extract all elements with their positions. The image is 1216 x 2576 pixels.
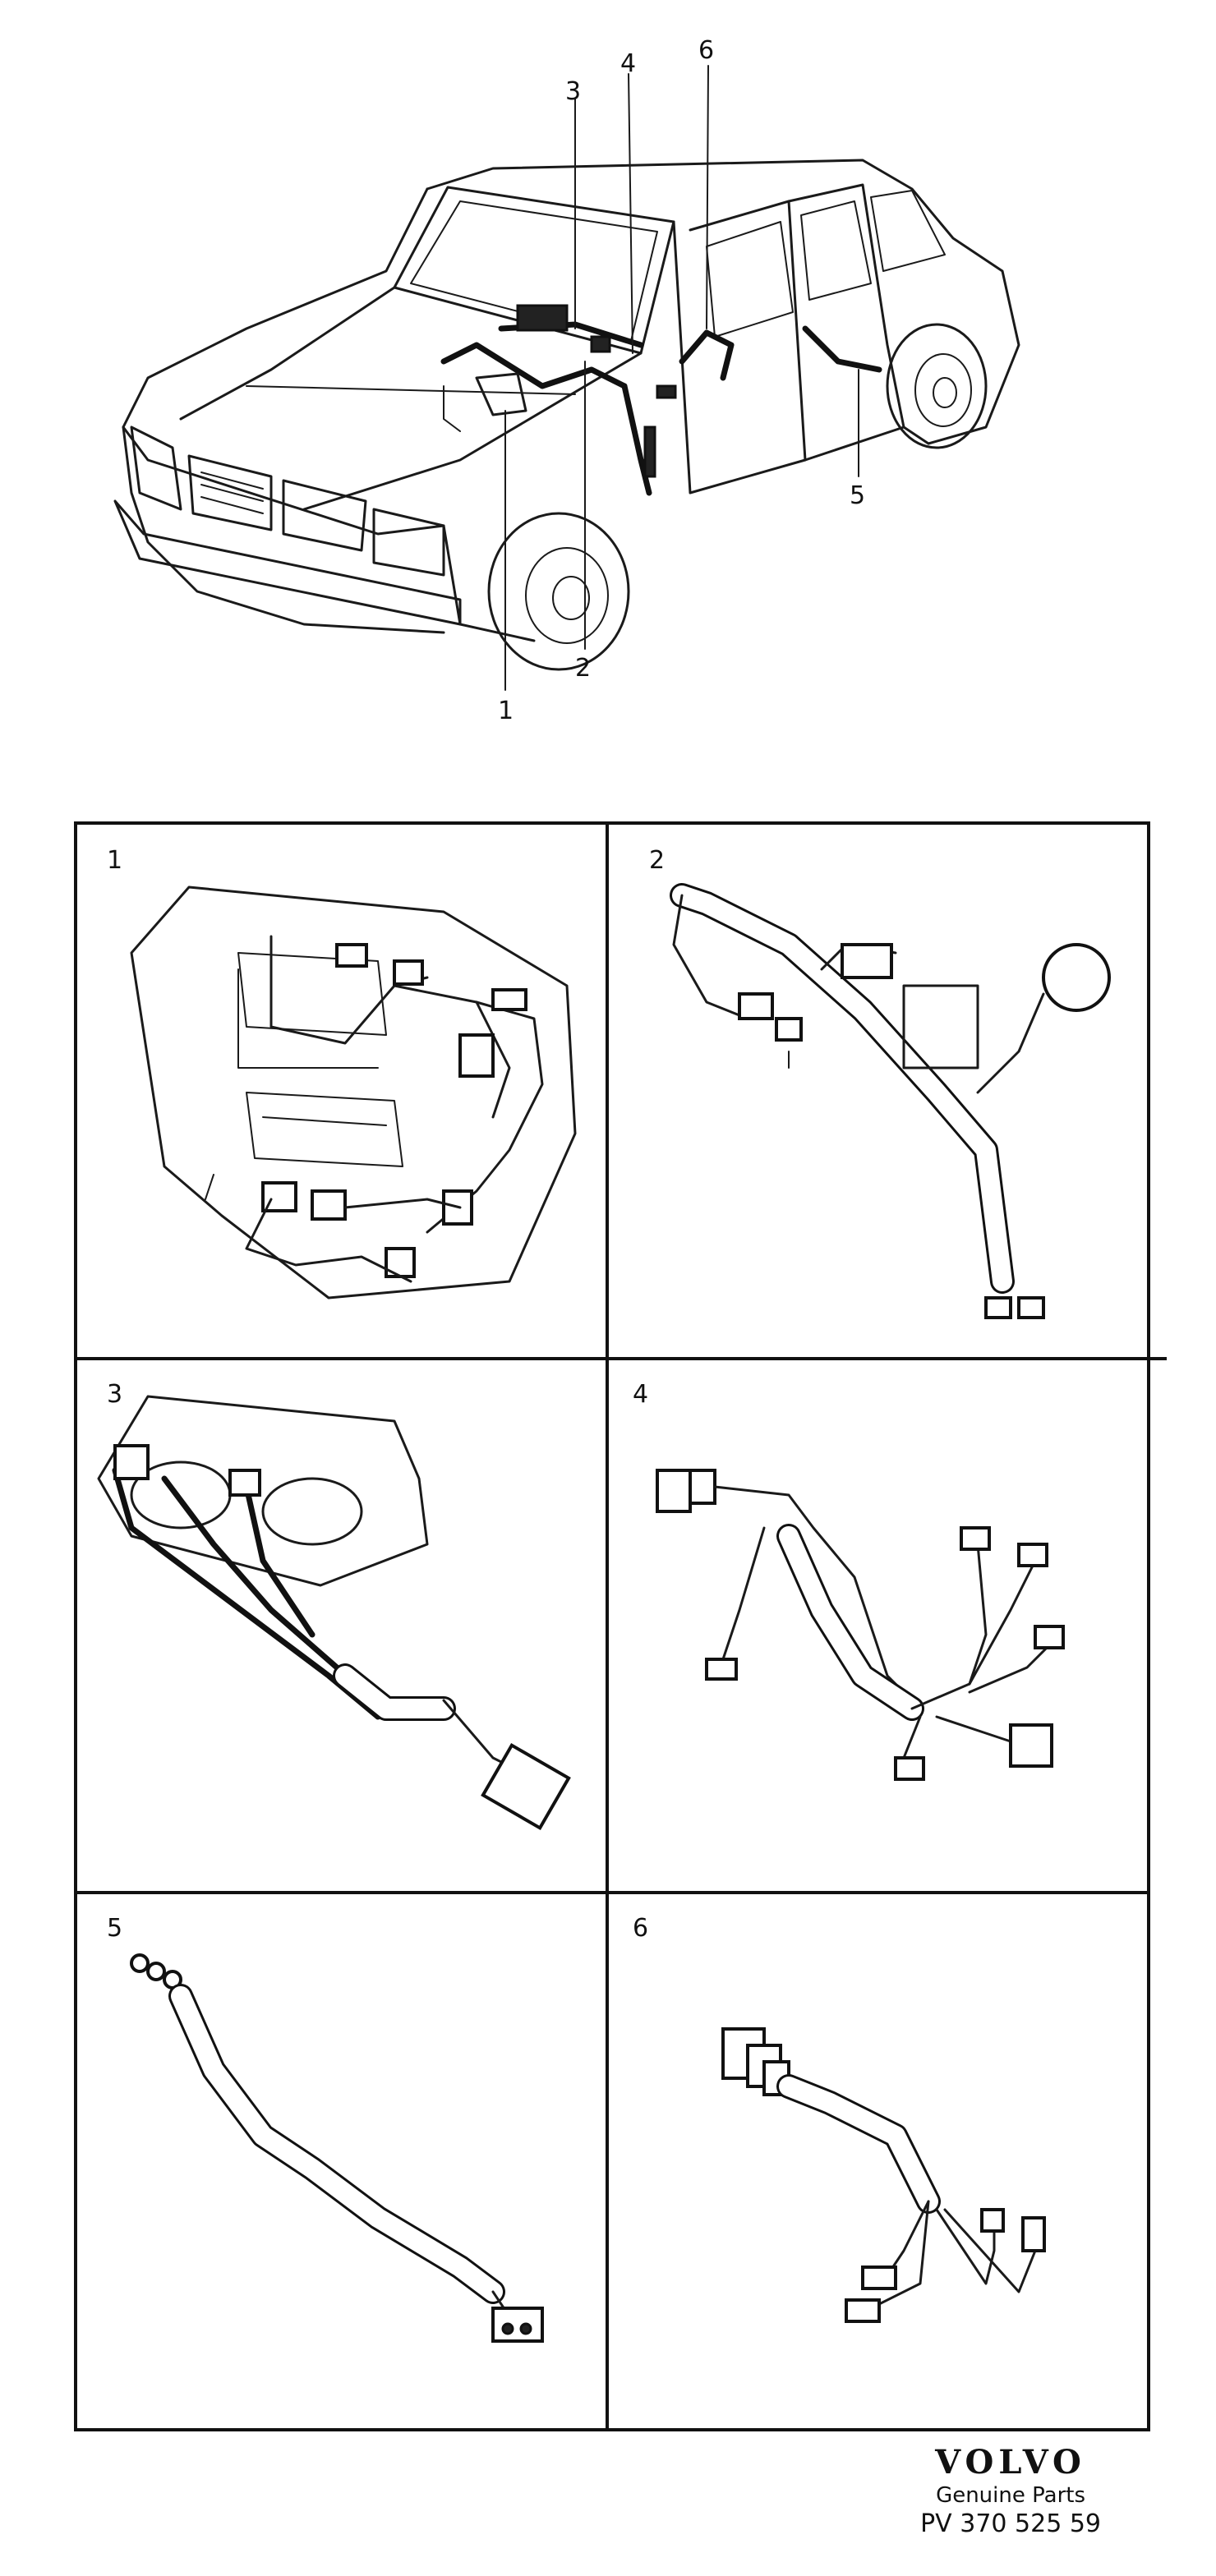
panel-1-harness-drawing: [130, 886, 577, 1300]
panel-label-6: 6: [633, 1914, 649, 1943]
volvo-logo: VOLVO: [935, 2443, 1086, 2482]
detail-grid: [74, 821, 1150, 2431]
grid-divider-vertical: [606, 821, 609, 2431]
callout-1: 1: [498, 697, 514, 725]
panel-5-harness-drawing: [130, 1953, 544, 2343]
panel-4-harness-drawing: [656, 1469, 1065, 1781]
grid-divider-row2: [74, 1891, 1150, 1894]
callout-2: 2: [575, 654, 592, 683]
panel-label-4: 4: [633, 1380, 649, 1409]
callout-3: 3: [565, 77, 582, 106]
callout-6: 6: [698, 36, 715, 65]
panel-3-harness-drawing: [97, 1395, 571, 1831]
callout-5: 5: [850, 481, 866, 510]
car-overview-illustration: [113, 65, 1020, 691]
brand-block: VOLVO Genuine Parts PV 370 525 59: [920, 2443, 1101, 2538]
grid-divider-row1: [74, 1357, 1167, 1360]
brand-subtitle: Genuine Parts: [936, 2483, 1085, 2508]
panel-label-1: 1: [107, 846, 123, 875]
panel-2-harness-drawing: [670, 883, 1111, 1319]
panel-label-2: 2: [649, 846, 666, 875]
panel-label-3: 3: [107, 1380, 123, 1409]
part-code: PV 370 525 59: [920, 2509, 1101, 2538]
callout-4: 4: [620, 49, 637, 78]
panel-label-5: 5: [107, 1914, 123, 1943]
panel-6-harness-drawing: [721, 2027, 1046, 2323]
